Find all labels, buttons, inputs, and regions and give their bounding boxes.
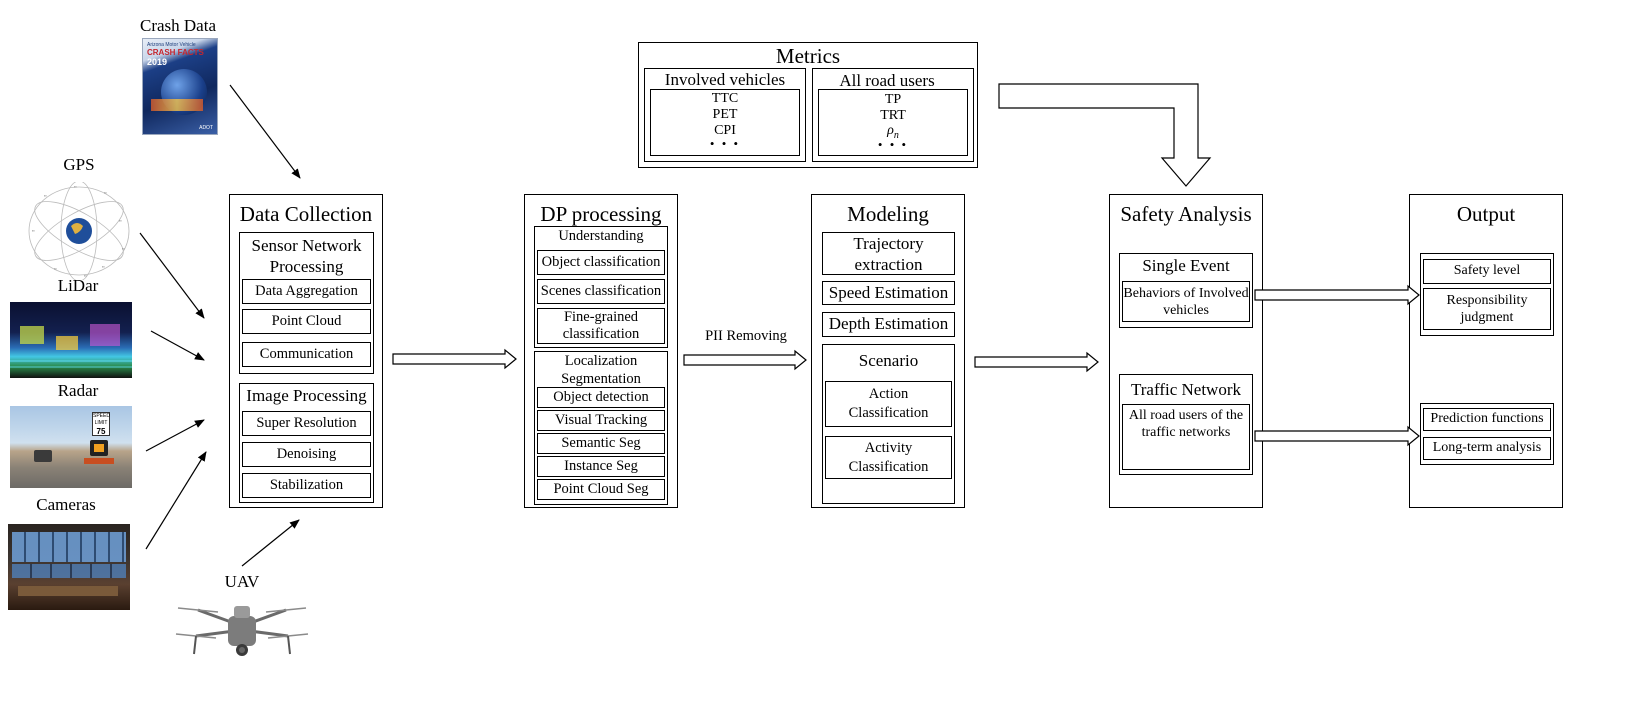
activity-classification-node: Activity Classification — [825, 436, 952, 479]
svg-text:▪▪: ▪▪ — [54, 266, 57, 271]
metric-ttc: TTC — [711, 91, 739, 106]
speed-estimation-node: Speed Estimation — [822, 281, 955, 305]
semantic-seg-node: Semantic Seg — [537, 433, 665, 454]
metric-ellipsis-2: • • • — [877, 137, 909, 152]
gps-label: GPS — [63, 155, 95, 174]
image-processing-title: Image Processing — [246, 386, 367, 405]
radar-label: Radar — [57, 381, 99, 400]
all-road-users-network-node: All road users of the traffic networks — [1122, 404, 1250, 470]
all-road-users-list — [818, 89, 968, 156]
communication-node: Communication — [242, 342, 371, 367]
localization-title: Localization Segmentation — [561, 353, 641, 387]
single-event-title: Single Event — [1142, 256, 1230, 275]
arrow-traffic-network-to-output — [1254, 425, 1420, 447]
arrow-radar-to-collection — [145, 419, 205, 452]
arrow-cameras-to-collection — [145, 451, 207, 550]
arrow-modeling-to-safety — [974, 351, 1099, 373]
svg-text:▪▪: ▪▪ — [74, 184, 77, 189]
behaviors-involved-vehicles-node: Behaviors of Involved vehicles — [1122, 281, 1250, 322]
lidar-label: LiDar — [57, 276, 99, 295]
svg-text:▪▪: ▪▪ — [32, 228, 35, 233]
svg-text:▪▪: ▪▪ — [44, 193, 47, 198]
arrow-dp-to-modeling — [683, 349, 807, 371]
output-title: Output — [1456, 202, 1516, 226]
responsibility-judgment-node: Responsibility judgment — [1423, 288, 1551, 330]
understanding-title: Understanding — [558, 228, 644, 244]
safety-analysis-title: Safety Analysis — [1120, 202, 1252, 226]
modeling-title: Modeling — [847, 202, 929, 226]
metrics-title: Metrics — [775, 44, 841, 68]
svg-text:▪▪: ▪▪ — [119, 218, 122, 223]
trajectory-extraction-node: Trajectory extraction — [822, 232, 955, 275]
metric-trt: TRT — [880, 108, 906, 123]
cameras-label: Cameras — [36, 495, 96, 514]
arrow-uav-to-collection — [241, 519, 300, 567]
depth-estimation-node: Depth Estimation — [822, 312, 955, 337]
data-collection-title: Data Collection — [239, 202, 373, 226]
fine-grained-classification-node: Fine-grained classification — [537, 308, 665, 344]
gps-satellite-image: ▪▪ ▪▪ ▪▪ ▪▪ ▪▪ ▪▪ ▪▪ ▪▪ ▪▪ — [24, 182, 134, 280]
arrow-gps-to-collection — [139, 232, 205, 319]
traffic-control-center-image — [8, 524, 130, 610]
radar-road-image: SPEED LIMIT 75 — [10, 406, 132, 488]
metric-tp: TP — [884, 92, 902, 107]
point-cloud-node: Point Cloud — [242, 309, 371, 334]
crash-facts-cover-image: Arizona Motor Vehicle CRASH FACTS 2019 A… — [142, 38, 218, 135]
data-aggregation-node: Data Aggregation — [242, 279, 371, 304]
sensor-network-title: Sensor Network Processing — [251, 236, 362, 276]
traffic-network-title: Traffic Network — [1130, 380, 1241, 399]
svg-text:▪▪: ▪▪ — [84, 273, 87, 278]
crash-data-label: Crash Data — [139, 16, 216, 35]
action-classification-node: Action Classification — [825, 381, 952, 427]
scenes-classification-node: Scenes classification — [537, 279, 665, 304]
svg-text:▪▪: ▪▪ — [122, 246, 125, 251]
visual-tracking-node: Visual Tracking — [537, 410, 665, 431]
dp-processing-title: DP processing — [540, 202, 662, 226]
pii-removing-label: PII Removing — [705, 328, 787, 344]
uav-drone-image — [174, 596, 310, 662]
metric-pet: PET — [712, 107, 738, 122]
safety-level-node: Safety level — [1423, 259, 1551, 284]
object-classification-node: Object classification — [537, 250, 665, 275]
denoising-node: Denoising — [242, 442, 371, 467]
scenario-title: Scenario — [858, 351, 919, 370]
stabilization-node: Stabilization — [242, 473, 371, 498]
svg-text:▪▪: ▪▪ — [104, 190, 107, 195]
involved-vehicles-title: Involved vehicles — [664, 70, 786, 89]
arrow-collection-to-dp — [392, 348, 517, 370]
object-detection-node: Object detection — [537, 387, 665, 408]
arrow-metrics-to-safety — [998, 83, 1212, 187]
arrow-crash-to-collection — [229, 84, 301, 179]
arrow-lidar-to-collection — [150, 330, 205, 361]
uav-label: UAV — [224, 572, 260, 591]
svg-text:▪▪: ▪▪ — [102, 264, 105, 269]
metric-cpi: CPI — [714, 123, 736, 138]
involved-vehicles-list — [650, 89, 800, 156]
super-resolution-node: Super Resolution — [242, 411, 371, 436]
metric-rho-n: ρn — [887, 123, 899, 141]
lidar-point-cloud-image — [10, 302, 132, 378]
all-road-users-title: All road users — [839, 71, 935, 90]
long-term-analysis-node: Long-term analysis — [1423, 437, 1551, 460]
instance-seg-node: Instance Seg — [537, 456, 665, 477]
point-cloud-seg-node: Point Cloud Seg — [537, 479, 665, 500]
metric-ellipsis: • • • — [709, 136, 741, 151]
arrow-single-event-to-output — [1254, 284, 1420, 306]
prediction-functions-node: Prediction functions — [1423, 408, 1551, 431]
